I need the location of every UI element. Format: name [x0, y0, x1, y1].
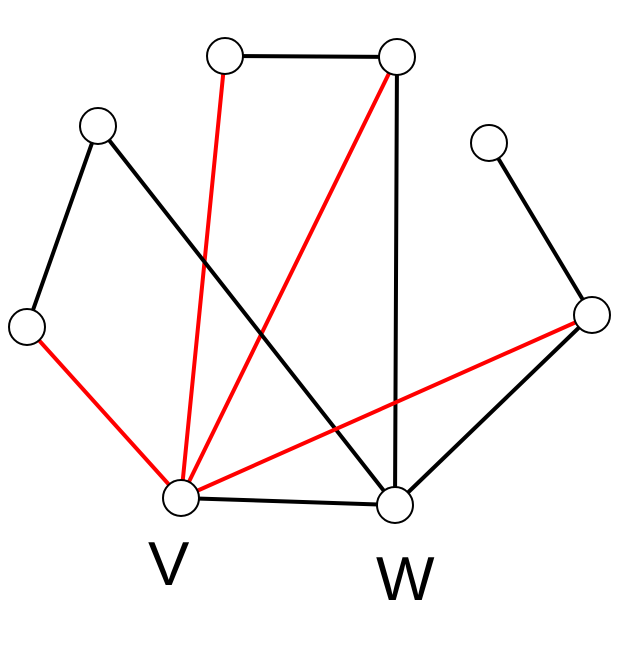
- node-upper-left: [79, 107, 117, 145]
- edge-right-v: [179, 313, 594, 500]
- edge-v-w: [179, 496, 397, 507]
- node-v: [162, 479, 200, 517]
- nodes-layer: [8, 37, 611, 524]
- node-top-left: [206, 37, 244, 75]
- node-top-right: [378, 38, 416, 76]
- node-label-v: V: [148, 530, 190, 599]
- edge-left-v: [25, 325, 183, 500]
- edge-top-left-top-right: [223, 54, 399, 59]
- labels-layer: V W: [148, 530, 435, 614]
- node-left: [8, 308, 46, 346]
- edge-upper-left-left: [25, 124, 100, 329]
- edge-top-right-w: [393, 55, 399, 507]
- edges-layer: [25, 54, 594, 507]
- edge-upper-right-right: [487, 141, 594, 317]
- node-right: [573, 296, 611, 334]
- node-label-w: W: [376, 545, 435, 614]
- edge-right-w: [393, 313, 594, 507]
- node-w: [376, 486, 414, 524]
- edge-top-left-v: [179, 54, 227, 500]
- node-upper-right: [470, 124, 508, 162]
- edge-top-right-v: [179, 55, 399, 500]
- edge-upper-left-w: [96, 124, 397, 507]
